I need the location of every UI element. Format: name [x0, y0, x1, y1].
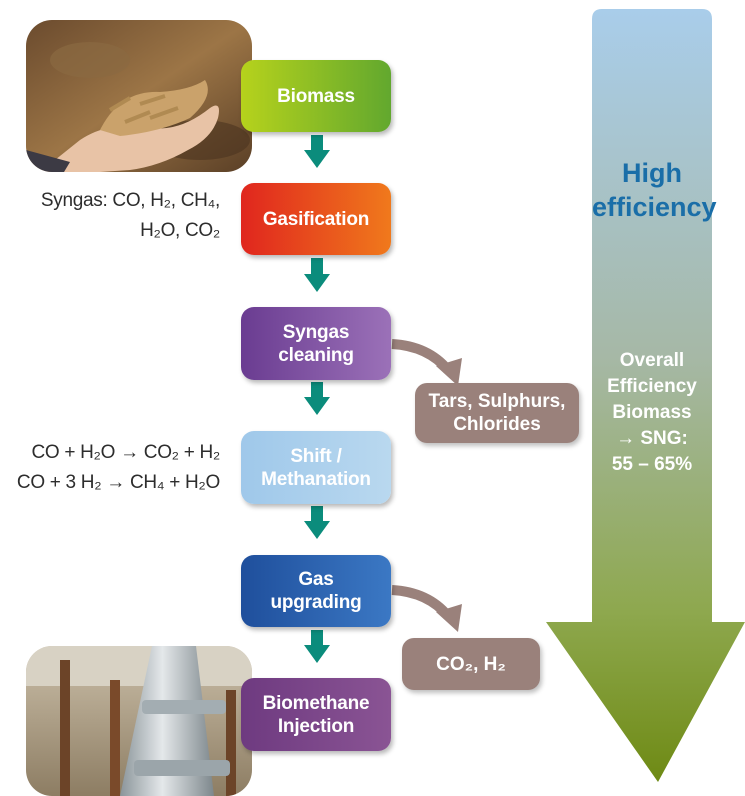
efficiency-arrow	[546, 9, 745, 782]
syngas-line-1: Syngas: CO, H₂, CH₄,	[40, 190, 220, 211]
step-syngas-cleaning: Syngas cleaning	[241, 307, 391, 380]
byproduct-tars-sulphurs-chlorides: Tars, Sulphurs, Chlorides	[415, 383, 579, 443]
flow-arrow	[304, 630, 330, 663]
step-label: Biomass	[277, 85, 355, 107]
byproduct-co2-h2: CO₂, H₂	[402, 638, 540, 690]
syngas-line-2: H₂O, CO₂	[140, 220, 220, 241]
wood-chips-photo	[26, 20, 252, 172]
flow-arrow	[304, 258, 330, 292]
overall-efficiency-label: Overall Efficiency Biomass → SNG: 55 – 6…	[607, 350, 697, 475]
reaction-equations: CO + H₂O → CO₂ + H₂ CO + 3 H₂ → CH₄ + H₂…	[6, 438, 220, 498]
flow-arrow	[304, 382, 330, 415]
byproduct-label: Tars, Sulphurs, Chlorides	[428, 391, 566, 435]
step-gas-upgrading: Gas upgrading	[241, 555, 391, 627]
step-biomethane-injection: Biomethane Injection	[241, 678, 391, 751]
pipeline-photo	[26, 646, 252, 796]
step-label: Syngas cleaning	[278, 321, 354, 366]
byproduct-arrow	[391, 585, 462, 632]
high-efficiency-label: High efficiency	[592, 158, 717, 222]
step-label: Biomethane Injection	[262, 692, 370, 737]
step-gasification: Gasification	[241, 183, 391, 255]
reaction-methanation: CO + 3 H₂ → CH₄ + H₂O	[16, 472, 220, 493]
step-label: Gas upgrading	[270, 569, 362, 613]
step-shift-methanation: Shift / Methanation	[241, 431, 391, 504]
step-biomass: Biomass	[241, 60, 391, 132]
flow-arrow	[304, 506, 330, 539]
reaction-shift: CO + H₂O → CO₂ + H₂	[31, 442, 220, 463]
syngas-composition: Syngas: CO, H₂, CH₄, H₂O, CO₂	[40, 186, 220, 246]
byproduct-arrow	[391, 339, 462, 386]
byproduct-label: CO₂, H₂	[436, 653, 506, 675]
step-label: Gasification	[262, 208, 370, 230]
flow-arrow	[304, 135, 330, 168]
step-label: Shift / Methanation	[261, 445, 371, 490]
